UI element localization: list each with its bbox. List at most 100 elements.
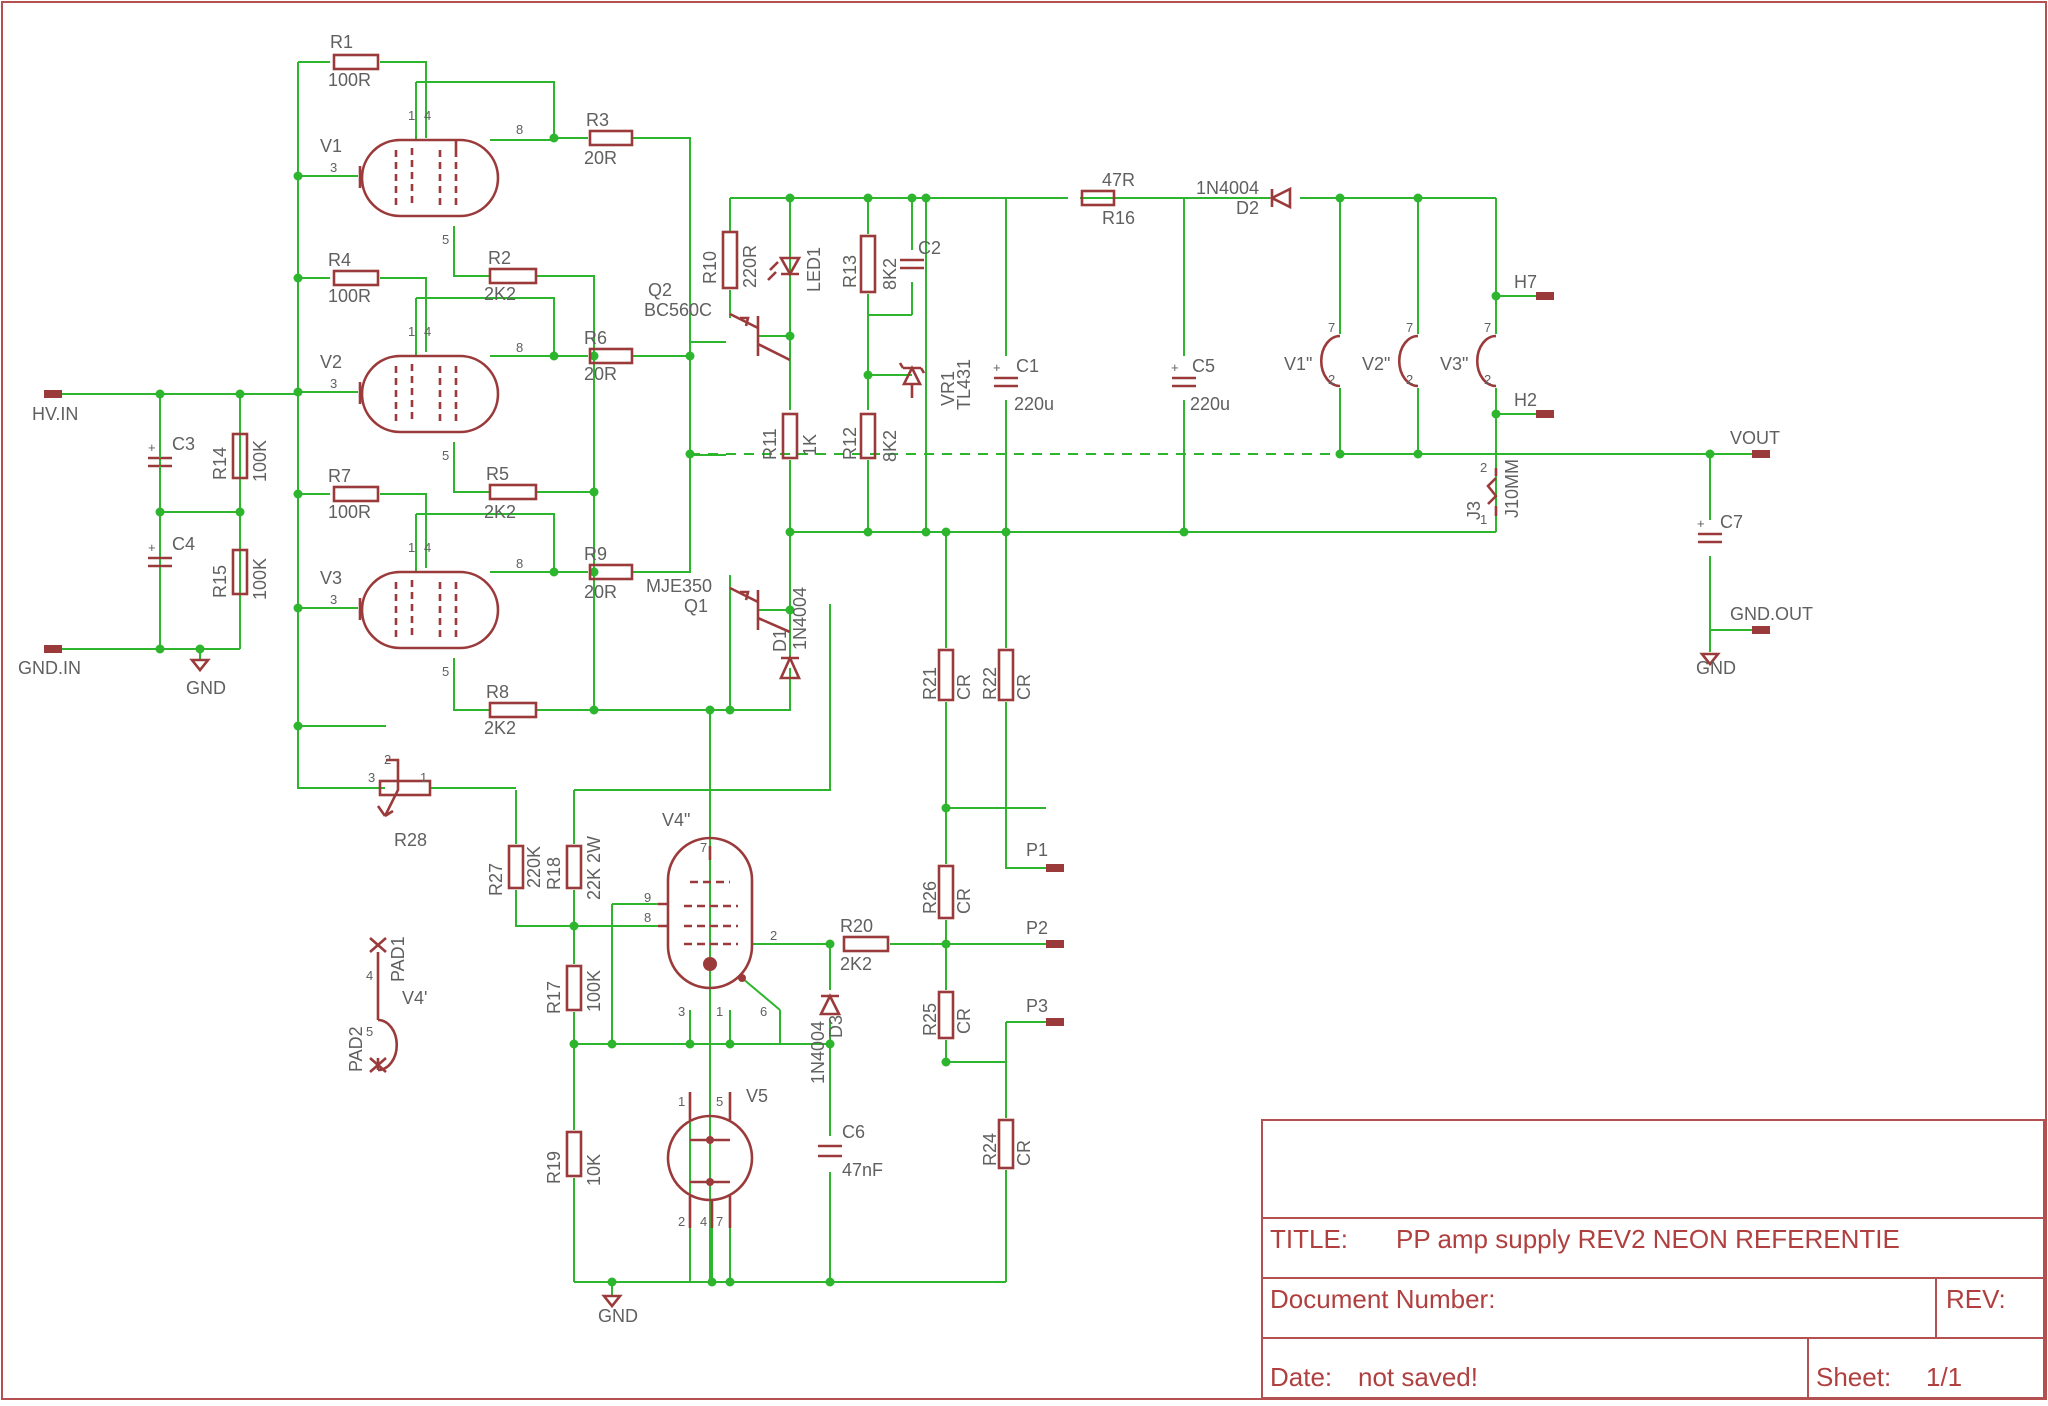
r25-val: CR — [954, 1008, 974, 1034]
j3-val: J10MM — [1502, 459, 1522, 518]
c5-ref: C5 — [1192, 356, 1215, 376]
d2-ref: D2 — [1236, 198, 1259, 218]
h2-label: H2 — [1514, 390, 1537, 410]
r6-val: 20R — [584, 364, 617, 384]
r24-val: CR — [1014, 1140, 1034, 1166]
r14-body — [231, 432, 249, 480]
title-block-frame — [1261, 1119, 2045, 1399]
r19-body — [565, 1130, 583, 1178]
rotated-labels: R14 100K R15 100K R10 220R LED1 R11 1K R… — [210, 245, 1522, 1186]
r11-ref: R11 — [760, 428, 780, 460]
d2-val: 1N4004 — [1196, 178, 1259, 198]
gnd-label: GND — [1696, 658, 1736, 678]
r15-val: 100K — [250, 558, 270, 600]
r27-ref: R27 — [486, 863, 506, 896]
r22-body — [997, 648, 1015, 702]
svg-text:2: 2 — [770, 928, 777, 943]
svg-text:5: 5 — [716, 1094, 723, 1109]
title-label: TITLE: — [1270, 1224, 1348, 1254]
document-number-label: Document Number: — [1270, 1284, 1495, 1314]
vr1-ref: VR1 — [938, 371, 958, 406]
r28-wiper — [376, 758, 400, 818]
svg-text:8: 8 — [516, 122, 523, 137]
svg-text:3: 3 — [330, 160, 337, 175]
v4-ref: V4" — [662, 810, 690, 830]
r12-val: 8K2 — [880, 430, 900, 462]
svg-text:1: 1 — [408, 540, 415, 555]
r21-ref: R21 — [920, 667, 940, 700]
r3-val: 20R — [584, 148, 617, 168]
svg-text:4: 4 — [424, 324, 431, 339]
capacitors: + + + + + — [148, 258, 1722, 1158]
svg-text:5: 5 — [442, 232, 449, 247]
c1-val: 220u — [1014, 394, 1054, 414]
svg-text:1: 1 — [420, 770, 427, 785]
r10-ref: R10 — [700, 251, 720, 284]
r28-body — [378, 779, 432, 797]
svg-text:9: 9 — [644, 890, 651, 905]
date-value: not saved! — [1358, 1362, 1478, 1392]
r9-body — [588, 563, 634, 581]
c5-val: 220u — [1190, 394, 1230, 414]
svg-text:2: 2 — [1484, 372, 1491, 387]
v2h-ref: V2" — [1362, 354, 1390, 374]
resistors-horizontal — [332, 53, 1116, 953]
r2-ref: R2 — [488, 248, 511, 268]
r27-body — [507, 844, 525, 890]
svg-text:8: 8 — [644, 910, 651, 925]
svg-text:3: 3 — [368, 770, 375, 785]
r17-body — [565, 964, 583, 1012]
junction-dots — [155, 133, 1715, 1287]
svg-text:+: + — [993, 360, 1001, 375]
vout-label: VOUT — [1730, 428, 1780, 448]
v4p-ref: V4' — [402, 988, 427, 1008]
svg-text:5: 5 — [442, 664, 449, 679]
r15-body — [231, 548, 249, 596]
v1-ref: V1 — [320, 136, 342, 156]
r27-val: 220K — [524, 846, 544, 888]
r26-body — [937, 864, 955, 920]
svg-text:7: 7 — [716, 1214, 723, 1229]
pad2-ref: PAD2 — [346, 1026, 366, 1072]
r18-val: 22K 2W — [584, 836, 604, 900]
r1-val: 100R — [328, 70, 371, 90]
r22-val: CR — [1014, 674, 1034, 700]
j3-ref: J3 — [1464, 501, 1484, 520]
r17-ref: R17 — [544, 981, 564, 1014]
r16-val: 47R — [1102, 170, 1135, 190]
r24-body — [997, 1118, 1015, 1170]
r2-val: 2K2 — [484, 284, 516, 304]
title-value: PP amp supply REV2 NEON REFERENTIE — [1396, 1224, 1900, 1254]
svg-text:3: 3 — [330, 376, 337, 391]
component-labels: R1 100R R3 20R R2 2K2 R4 100R R6 20R R5 … — [172, 32, 1743, 1180]
svg-text:8: 8 — [516, 556, 523, 571]
svg-text:7: 7 — [1406, 320, 1413, 335]
d3-ref: D3 — [826, 1015, 846, 1038]
tube-v5 — [666, 1092, 754, 1228]
svg-text:1: 1 — [678, 1094, 685, 1109]
date-label: Date: — [1270, 1362, 1332, 1392]
c6-val: 47nF — [842, 1160, 883, 1180]
v1h-ref: V1" — [1284, 354, 1312, 374]
v3h-ref: V3" — [1440, 354, 1468, 374]
r1-body — [332, 53, 380, 71]
r6-body — [588, 347, 634, 365]
p2-label: P2 — [1026, 918, 1048, 938]
r10-val: 220R — [740, 245, 760, 288]
r14-ref: R14 — [210, 447, 230, 480]
r7-ref: R7 — [328, 466, 351, 486]
r4-ref: R4 — [328, 250, 351, 270]
r13-body — [859, 234, 877, 294]
r4-val: 100R — [328, 286, 371, 306]
r10-body — [721, 230, 739, 290]
r9-val: 20R — [584, 582, 617, 602]
r16-body — [1080, 189, 1116, 207]
v5-ref: V5 — [746, 1086, 768, 1106]
svg-text:7: 7 — [700, 840, 707, 855]
svg-text:7: 7 — [1484, 320, 1491, 335]
diodes — [767, 186, 1292, 1016]
rev-label: REV: — [1946, 1284, 2006, 1314]
q1-val: MJE350 — [646, 576, 712, 596]
led1-ref: LED1 — [804, 247, 824, 292]
